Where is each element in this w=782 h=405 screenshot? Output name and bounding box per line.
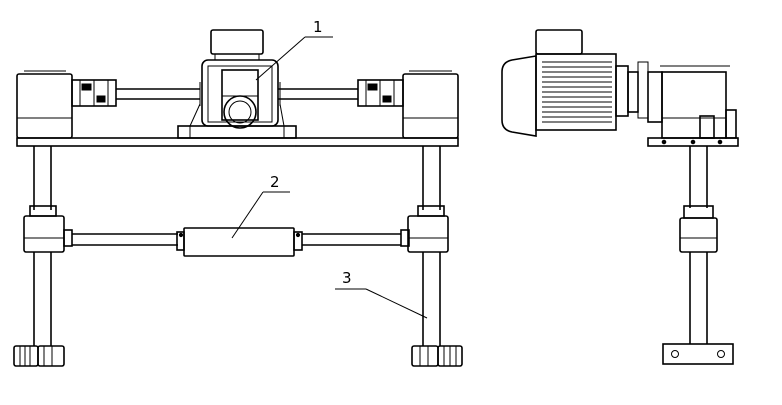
side-top-plate — [647, 137, 739, 147]
side-gearbox — [679, 205, 718, 253]
callout-label-3: 3 — [342, 269, 352, 287]
right-column — [422, 146, 441, 346]
side-motor-body — [535, 53, 649, 131]
callout-2: 2 — [231, 173, 290, 239]
left-gearbox — [23, 205, 73, 253]
right-foot-unit — [411, 345, 463, 367]
side-column — [689, 146, 708, 344]
motor-mount-base — [177, 103, 297, 139]
platform-plate — [16, 137, 459, 147]
left-foot-unit — [13, 345, 65, 367]
left-bearing-block — [16, 70, 73, 139]
left-column — [33, 146, 52, 346]
front-view — [13, 29, 463, 367]
side-view — [501, 29, 739, 365]
callout-3: 3 — [335, 269, 428, 319]
right-gearbox — [400, 205, 449, 253]
left-coupling — [71, 79, 117, 107]
right-coupling — [357, 79, 404, 107]
side-motor-endcap — [501, 55, 537, 137]
lower-connecting-shaft — [72, 233, 401, 246]
upper-drive-shaft — [116, 88, 358, 100]
side-base-plate — [662, 343, 734, 365]
shaft-sleeve — [176, 227, 303, 257]
callout-1: 1 — [255, 18, 333, 81]
side-terminal-box — [535, 29, 583, 55]
central-motor-reducer — [199, 29, 281, 129]
callout-label-2: 2 — [270, 173, 280, 191]
callout-label-1: 1 — [313, 18, 323, 36]
right-bearing-block — [402, 70, 459, 139]
side-reducer-housing — [647, 65, 737, 139]
